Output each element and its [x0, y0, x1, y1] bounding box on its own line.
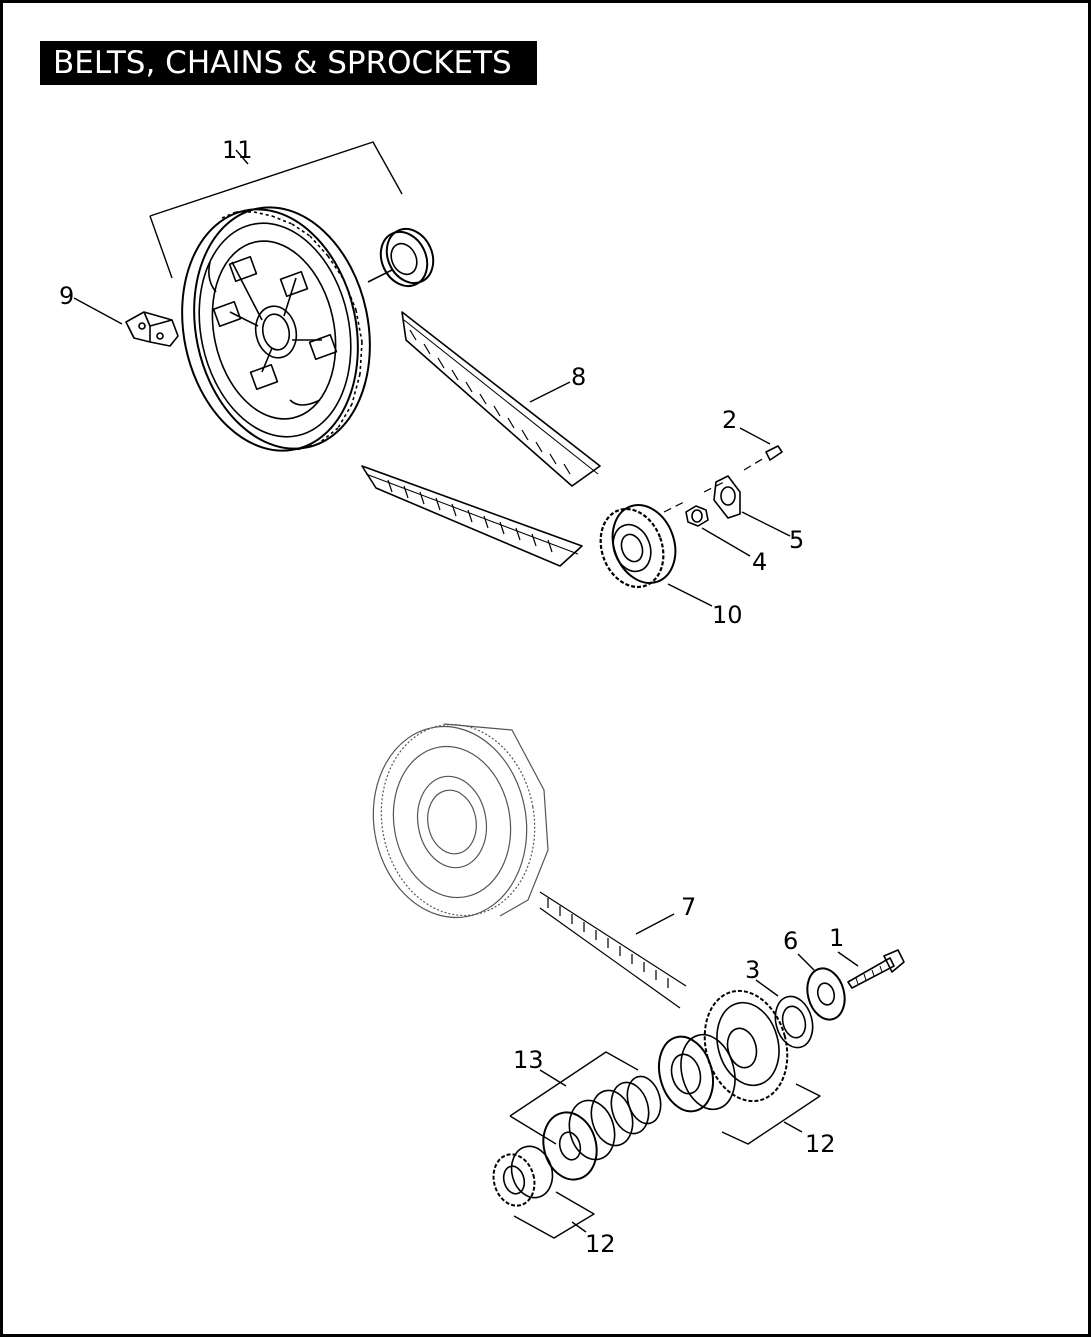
clutch-shell	[372, 723, 549, 919]
engine-sprocket	[703, 989, 789, 1103]
rear-belt-sprocket	[181, 206, 371, 452]
sprocket-washer	[806, 967, 846, 1021]
spring-stack	[542, 1075, 662, 1181]
compensator-cam	[658, 1033, 736, 1113]
callout-11: 11	[222, 136, 253, 164]
transmission-pulley	[599, 504, 677, 589]
callout-2: 2	[722, 406, 737, 434]
callout-6: 6	[783, 927, 798, 955]
callout-4: 4	[752, 548, 767, 576]
callout-3: 3	[745, 956, 760, 984]
spacer-ring	[774, 995, 814, 1049]
lock-plate	[713, 475, 741, 519]
callout-13: 13	[513, 1046, 544, 1074]
lock-screw	[765, 445, 783, 461]
callout-9: 9	[59, 282, 74, 310]
callout-8: 8	[571, 363, 586, 391]
callout-7: 7	[681, 893, 696, 921]
drive-belt	[361, 311, 601, 567]
callout-5: 5	[789, 526, 804, 554]
sprocket-bolt	[847, 949, 905, 989]
callout-12-bottom: 12	[585, 1230, 616, 1258]
pulley-nut	[685, 505, 709, 527]
sprocket-bearing	[367, 227, 435, 288]
callout-10: 10	[712, 601, 743, 629]
callout-12-right: 12	[805, 1130, 836, 1158]
primary-chain	[539, 891, 687, 1009]
isolator-bracket	[125, 311, 179, 347]
title-bar: BELTS, CHAINS & SPROCKETS	[40, 41, 537, 85]
page-title: BELTS, CHAINS & SPROCKETS	[53, 45, 512, 81]
callout-1: 1	[829, 924, 844, 952]
splined-hub	[492, 1145, 554, 1207]
